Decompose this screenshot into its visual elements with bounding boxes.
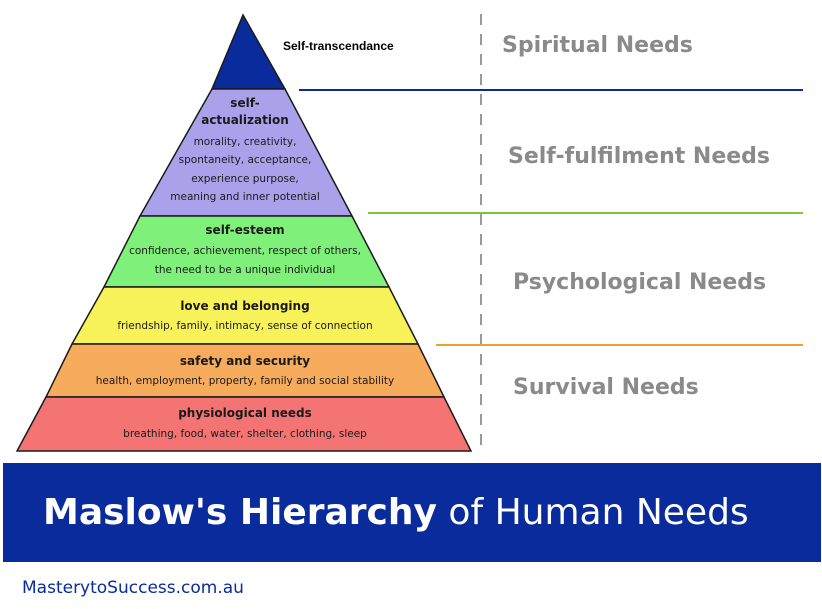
banner-title-rest: of Human Needs xyxy=(436,492,749,533)
category-label: Self-fulfilment Needs xyxy=(508,144,770,169)
level-physiological xyxy=(15,396,473,452)
pyramid-diagram: Self-transcendance self- actualization m… xyxy=(15,13,803,452)
level-desc: health, employment, property, family and… xyxy=(96,375,394,387)
category-label: Spiritual Needs xyxy=(502,33,693,58)
level-safety-security xyxy=(44,343,446,398)
level-desc: experience purpose, xyxy=(191,173,299,185)
level-desc: breathing, food, water, shelter, clothin… xyxy=(123,428,367,440)
level-title: self- xyxy=(230,96,259,110)
level-desc: confidence, achievement, respect of othe… xyxy=(129,245,361,257)
apex-segment xyxy=(210,13,287,90)
category-label: Survival Needs xyxy=(513,375,699,400)
level-title: actualization xyxy=(201,113,289,127)
level-desc: the need to be a unique individual xyxy=(155,264,336,276)
level-love-belonging xyxy=(70,286,420,345)
category-label: Psychological Needs xyxy=(513,270,766,295)
level-desc: morality, creativity, xyxy=(194,136,297,148)
apex-label: Self-transcendance xyxy=(283,39,394,53)
level-desc: friendship, family, intimacy, sense of c… xyxy=(117,320,372,332)
level-desc: meaning and inner potential xyxy=(170,191,320,203)
level-desc: spontaneity, acceptance, xyxy=(179,154,312,166)
level-title: love and belonging xyxy=(180,299,309,313)
title-banner: Maslow's Hierarchy of Human Needs xyxy=(3,463,821,562)
level-title: self-esteem xyxy=(205,223,284,237)
footer-website[interactable]: MasterytoSuccess.com.au xyxy=(22,578,244,598)
banner-title-bold: Maslow's Hierarchy xyxy=(43,492,437,533)
level-title: physiological needs xyxy=(178,406,312,420)
level-title: safety and security xyxy=(180,354,310,368)
